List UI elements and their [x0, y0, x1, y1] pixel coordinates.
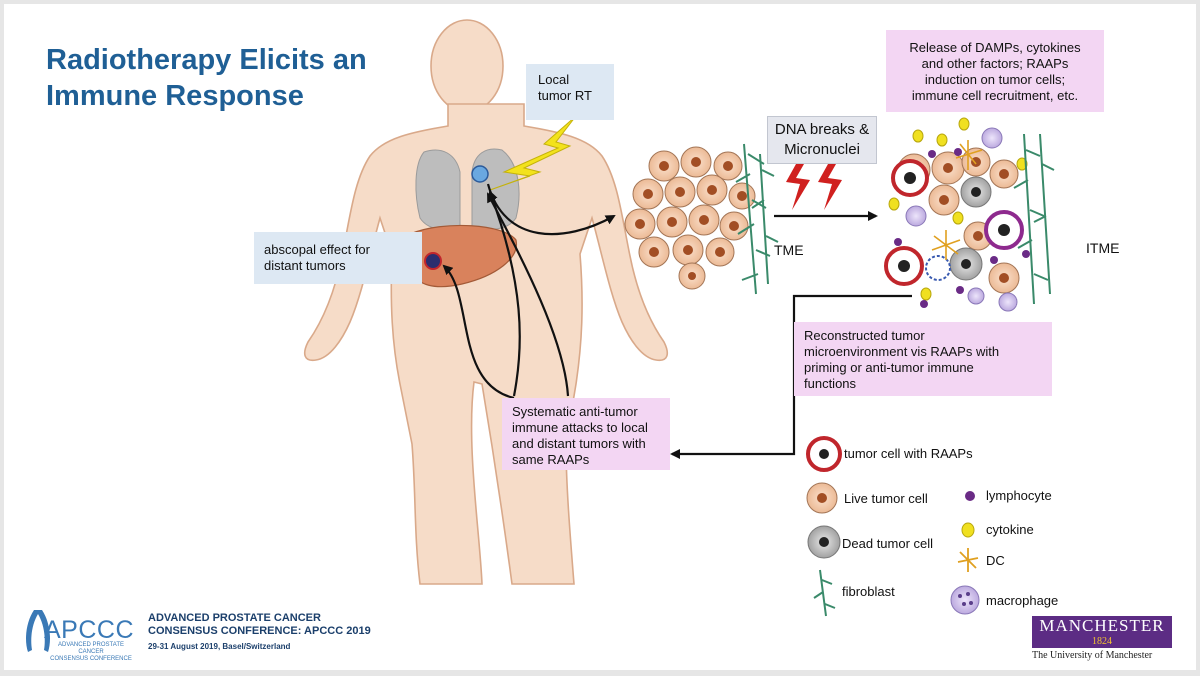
legend-macrophage-icon: [950, 585, 980, 615]
tme-label: TME: [774, 242, 804, 258]
legend-dc-label: DC: [986, 553, 1005, 568]
systematic-line: same RAAPs: [512, 452, 590, 467]
dna-break-bolts: [786, 164, 842, 210]
reconstructed-line: Reconstructed tumor: [804, 328, 925, 343]
arrow-to-local-tumor-2: [487, 192, 570, 397]
legend-symbols: [806, 436, 980, 617]
release-box: Release of DAMPs, cytokines and other fa…: [886, 30, 1104, 112]
release-line: Release of DAMPs, cytokines: [909, 40, 1081, 55]
systematic-box: Systematic anti-tumor immune attacks to …: [502, 398, 670, 470]
reconstructed-line: functions: [804, 376, 857, 391]
systematic-line: and distant tumors with: [512, 436, 646, 451]
diagram-graphics: [26, 19, 1055, 652]
conference-date: 29-31 August 2019, Basel/Switzerland: [148, 642, 291, 651]
distant-tumor: [424, 252, 442, 270]
legend-fibroblast-label: fibroblast: [842, 584, 895, 599]
slide-title: Radiotherapy Elicits an Immune Response: [46, 42, 367, 114]
release-line: immune cell recruitment, etc.: [911, 88, 1079, 103]
arrow-to-local-tumor: [488, 190, 521, 397]
systematic-line: immune attacks to local: [512, 420, 648, 435]
legend-dc-icon: [957, 548, 979, 572]
tme-cluster: [624, 143, 779, 295]
local-rt-box: Local tumor RT: [526, 64, 614, 120]
dna-line: Micronuclei: [784, 141, 860, 158]
legend-lymphocyte-icon: [965, 491, 975, 501]
manchester-logo: MANCHESTER 1824: [1032, 616, 1172, 648]
lungs: [415, 148, 520, 230]
manchester-wordmark: MANCHESTER: [1039, 616, 1165, 635]
release-line: induction on tumor cells;: [924, 72, 1066, 87]
reconstructed-line: microenvironment vis RAAPs with: [804, 344, 1000, 359]
local-rt-line: tumor RT: [538, 88, 592, 103]
arrow-to-distant-tumor: [442, 264, 515, 400]
reconstructed-line: priming or anti-tumor immune: [804, 360, 974, 375]
legend-tumor-raaps-label: tumor cell with RAAPs: [844, 446, 973, 461]
dna-breaks-box: DNA breaks & Micronuclei: [767, 116, 877, 164]
reconstructed-box: Reconstructed tumor microenvironment vis…: [794, 322, 1052, 396]
university-name: The University of Manchester: [1032, 650, 1153, 661]
legend-cytokine-label: cytokine: [986, 522, 1034, 537]
legend-lymphocyte-label: lymphocyte: [986, 488, 1052, 503]
apccc-ribbon-icon: [26, 610, 50, 652]
title-line-1: Radiotherapy Elicits an: [46, 44, 367, 76]
slide: Radiotherapy Elicits an Immune Response …: [4, 4, 1196, 670]
abscopal-line: distant tumors: [264, 258, 346, 273]
apccc-logo-text: APCCC: [44, 616, 135, 644]
itme-cluster: [884, 117, 1055, 312]
dna-line: DNA breaks &: [774, 121, 870, 138]
conference-line: CONSENSUS CONFERENCE: APCCC 2019: [148, 625, 371, 637]
local-tumor: [471, 165, 489, 183]
manchester-year: 1824: [1092, 636, 1112, 647]
legend-fibroblast-icon: [813, 569, 836, 617]
conference-name: ADVANCED PROSTATE CANCER CONSENSUS CONFE…: [148, 612, 371, 638]
release-line: and other factors; RAAPs: [921, 56, 1069, 71]
human-body: [303, 19, 669, 585]
title-line-2: Immune Response: [46, 80, 304, 112]
apccc-logo-subtext: ADVANCED PROSTATE CANCER CONSENSUS CONFE…: [46, 642, 136, 663]
abscopal-line: abscopal effect for: [264, 242, 370, 257]
systematic-line: Systematic anti-tumor: [512, 404, 638, 419]
legend-macrophage-label: macrophage: [986, 593, 1059, 608]
legend-cytokine-icon: [961, 522, 975, 538]
apccc-sub-line: CONSENSUS CONFERENCE: [50, 656, 132, 662]
legend-live-label: Live tumor cell: [844, 491, 928, 506]
apccc-sub-line: ADVANCED PROSTATE CANCER: [57, 642, 124, 655]
itme-label: ITME: [1086, 240, 1120, 256]
local-rt-line: Local: [538, 72, 570, 87]
abscopal-box: abscopal effect for distant tumors: [254, 232, 422, 284]
legend-dead-label: Dead tumor cell: [842, 536, 934, 551]
conference-line: ADVANCED PROSTATE CANCER: [148, 612, 321, 624]
